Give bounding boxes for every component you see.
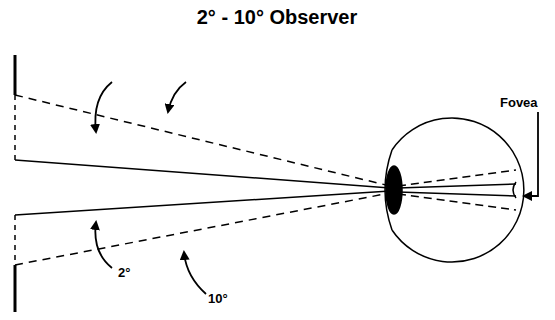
fovea-label: Fovea [500, 96, 538, 110]
visual-rays [15, 95, 390, 265]
target-plane [15, 55, 16, 312]
angle-label: 2° [118, 266, 130, 280]
diagram-title: 2° - 10° Observer [197, 6, 358, 28]
angle-label: 10° [208, 292, 228, 306]
eye [385, 118, 524, 262]
angle-arrows [95, 82, 538, 294]
